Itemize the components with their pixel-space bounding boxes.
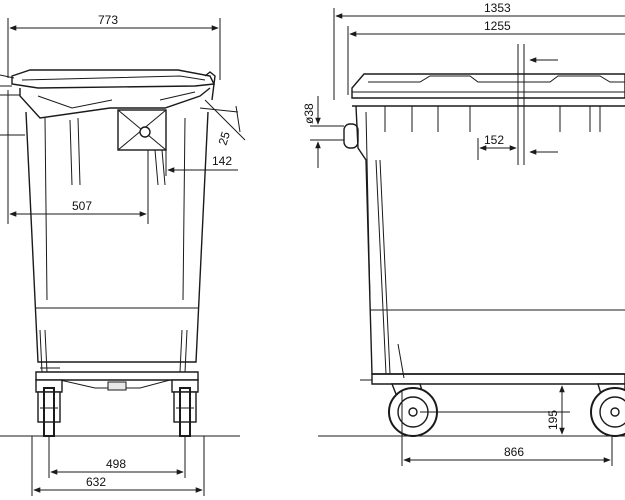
side-view: 1353 1255 ø38	[302, 1, 625, 466]
side-lid	[351, 73, 625, 99]
dim-label-1255: 1255	[484, 19, 511, 33]
dim-label-152: 152	[484, 133, 504, 147]
dim-label-142: 142	[212, 154, 232, 168]
front-left-castor	[35, 379, 63, 437]
dim-label-507: 507	[72, 199, 92, 213]
dim-label-632: 632	[86, 475, 106, 489]
front-body	[25, 111, 209, 363]
dim-label-diameter-38: ø38	[302, 103, 316, 124]
side-left-wheel	[388, 383, 438, 437]
dim-label-498: 498	[106, 457, 126, 471]
side-trunnion	[343, 123, 359, 149]
side-right-wheel	[590, 383, 625, 437]
front-right-castor	[171, 379, 199, 437]
dim-label-1353: 1353	[484, 1, 511, 15]
dim-label-25: 25	[216, 130, 234, 147]
dim-label-866: 866	[504, 445, 524, 459]
dim-label-773: 773	[98, 13, 118, 27]
front-view: 773	[0, 13, 246, 496]
dim-label-195: 195	[546, 410, 560, 430]
